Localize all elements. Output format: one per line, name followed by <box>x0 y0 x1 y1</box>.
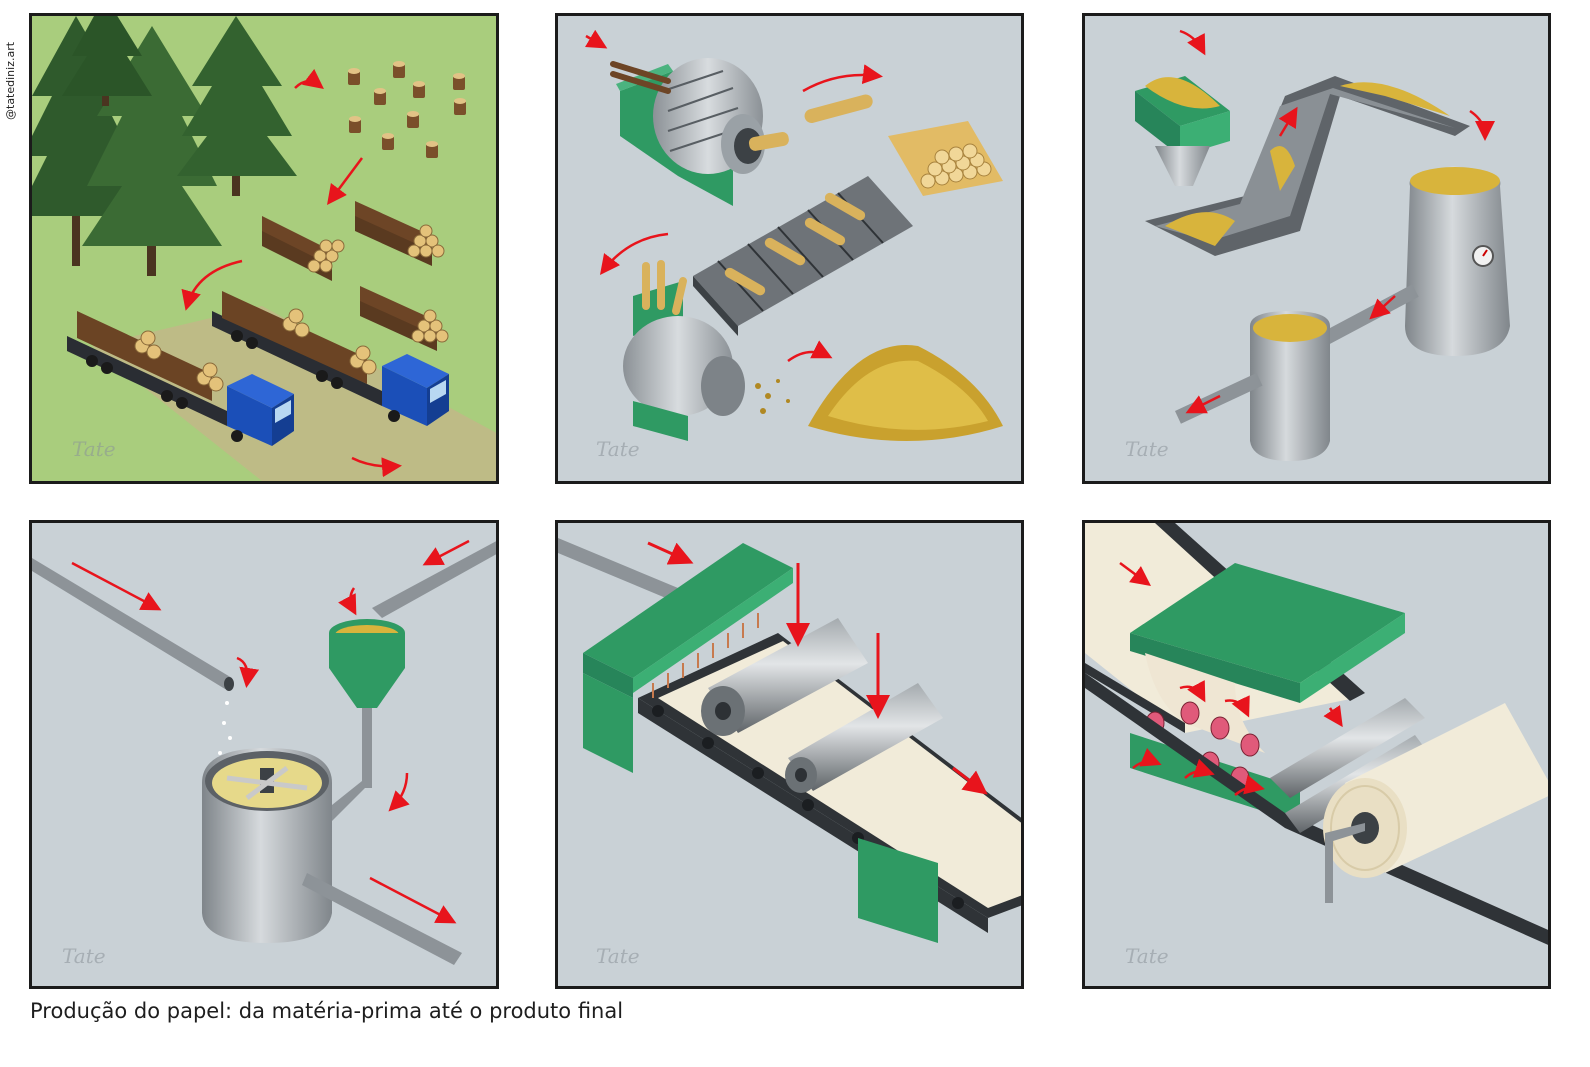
debarker-icon <box>610 58 789 206</box>
artist-signature: Tate <box>1125 437 1169 461</box>
log-pile-icon <box>355 201 445 266</box>
artist-signature: Tate <box>72 437 116 461</box>
panel-debarking-and-chipping: Tate <box>555 13 1024 484</box>
chipper-icon <box>623 260 745 441</box>
process-arrow <box>647 541 988 795</box>
process-arrow <box>1119 561 1343 796</box>
artist-credit: @tatediniz.art <box>4 41 17 120</box>
inclined-conveyor-icon <box>1145 76 1470 256</box>
pressure-gauge-icon <box>1472 245 1494 267</box>
logging-truck-icon <box>67 311 294 446</box>
figure-caption: Produção do papel: da matéria-prima até … <box>30 999 624 1023</box>
panel-cooking-digester: Tate <box>1082 13 1551 484</box>
artist-signature: Tate <box>596 437 640 461</box>
tree-icon <box>62 16 152 106</box>
hopper-icon <box>1135 76 1230 186</box>
funnel-icon <box>322 619 405 821</box>
panel-drying-and-rolling: Tate <box>1082 520 1551 989</box>
press-roller-icon <box>701 618 868 736</box>
process-arrow <box>181 68 402 478</box>
press-roller-icon <box>785 683 943 793</box>
headbox-icon <box>583 543 793 773</box>
log-stack-icon <box>888 121 1003 196</box>
panel-pulp-mixing: Tate <box>29 520 499 989</box>
panel-sheet-forming: Tate <box>555 520 1024 989</box>
artist-signature: Tate <box>596 944 640 968</box>
process-arrow <box>585 29 883 363</box>
process-arrow <box>1179 29 1495 414</box>
chip-pile-icon <box>755 345 1003 441</box>
process-arrow <box>71 539 470 924</box>
logging-truck-icon <box>212 291 449 426</box>
artist-signature: Tate <box>62 944 106 968</box>
mixing-tank-icon <box>202 748 462 965</box>
log-pile-icon <box>360 286 449 351</box>
log-pile-icon <box>262 216 345 281</box>
panel-forest-and-logs: Tate <box>29 13 499 484</box>
artist-signature: Tate <box>1125 944 1169 968</box>
tree-icon <box>177 16 297 196</box>
digester-tank-icon <box>1405 166 1510 356</box>
conveyor-icon <box>693 176 913 336</box>
tree-icon <box>82 26 222 276</box>
stump-icon <box>348 61 466 158</box>
paper-roll-icon <box>1323 703 1548 903</box>
